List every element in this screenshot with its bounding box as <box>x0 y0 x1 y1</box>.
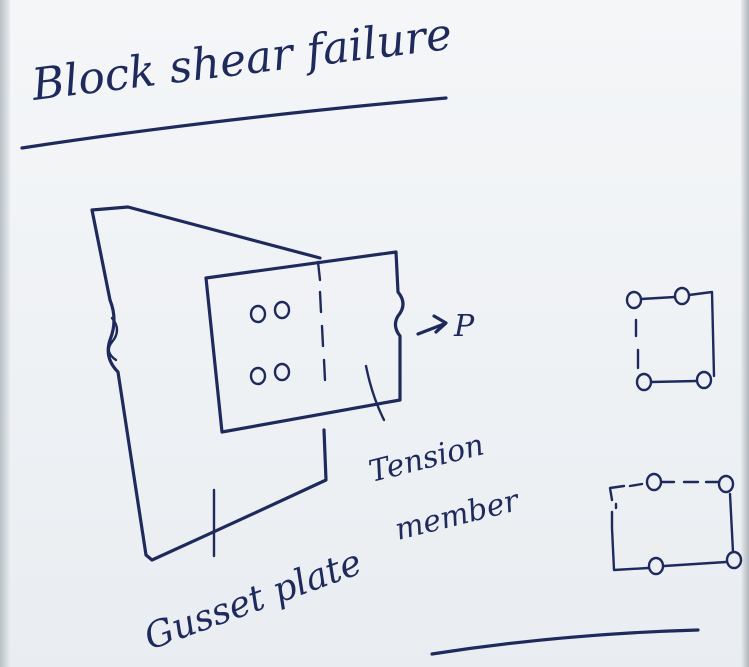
gusset-plate-label: Gusset plate <box>139 542 367 658</box>
tension-member-outline <box>206 252 403 432</box>
bottom-stroke <box>432 630 698 654</box>
tension-member-label-line2: member <box>391 483 523 548</box>
block-shear-path-sketch-1 <box>627 288 714 390</box>
block-shear-path-sketch-2 <box>610 474 741 574</box>
load-arrow <box>418 316 446 334</box>
section-dashed-line <box>318 262 325 380</box>
gusset-plate-outline <box>92 207 326 560</box>
load-label: P <box>453 309 475 344</box>
title-underline <box>22 98 446 148</box>
bolt-holes <box>251 302 289 384</box>
tension-member-label-line1: Tension <box>365 427 487 489</box>
title-text: Block shear failure <box>28 9 455 111</box>
tension-member-leader <box>366 366 384 420</box>
